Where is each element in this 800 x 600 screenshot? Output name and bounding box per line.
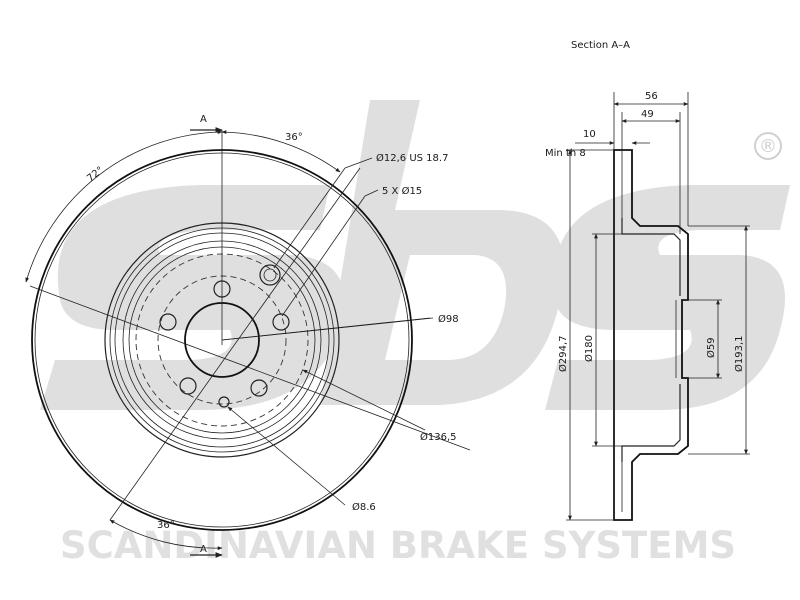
locating-hole xyxy=(218,396,230,408)
callout-bolt-holes: 5 X Ø15 xyxy=(382,185,422,197)
callout-dia-136: Ø136,5 xyxy=(420,431,457,443)
bolt-hole xyxy=(250,379,268,397)
dim-56: 56 xyxy=(645,91,658,102)
callout-threaded-hole: Ø12,6 US 18.7 xyxy=(376,152,448,164)
sbs-watermark-logo xyxy=(40,100,790,410)
angle-label-72: 72° xyxy=(85,165,106,185)
dim-dia-180: Ø180 xyxy=(583,335,595,362)
section-center-line xyxy=(29,285,471,451)
section-marker-top: A xyxy=(190,114,223,133)
svg-text:A: A xyxy=(200,114,207,125)
dim-dia-193-1: Ø193,1 xyxy=(733,336,745,373)
bolt-hole xyxy=(272,313,290,331)
section-title: Section A–A xyxy=(571,40,630,51)
angle-label-36-bottom: 36° xyxy=(157,520,175,531)
callout-dia-8-6: Ø8.6 xyxy=(352,501,376,513)
front-view: A A 36° 72° 36° Ø12,6 US 18.7 5 X Ø15 Ø9… xyxy=(25,114,471,558)
callout-dia-98: Ø98 xyxy=(438,313,459,325)
angle-label-36-top: 36° xyxy=(285,132,303,143)
registered-trademark-mark: ® xyxy=(754,132,782,160)
bolt-hole xyxy=(179,377,197,395)
min-thickness-label: Min th 8 xyxy=(545,148,586,159)
bolt-hole xyxy=(159,313,177,331)
dim-dia-294-7: Ø294,7 xyxy=(557,336,569,373)
section-view: Section A–A 56 49 10 Min th 8 Ø294,7 xyxy=(545,40,750,521)
dim-49: 49 xyxy=(641,109,654,120)
threaded-hole xyxy=(259,264,281,286)
dim-10: 10 xyxy=(583,129,596,140)
svg-text:®: ® xyxy=(759,136,777,157)
dim-dia-59: Ø59 xyxy=(705,337,717,358)
section-profile xyxy=(613,149,689,521)
svg-text:A: A xyxy=(200,544,207,555)
